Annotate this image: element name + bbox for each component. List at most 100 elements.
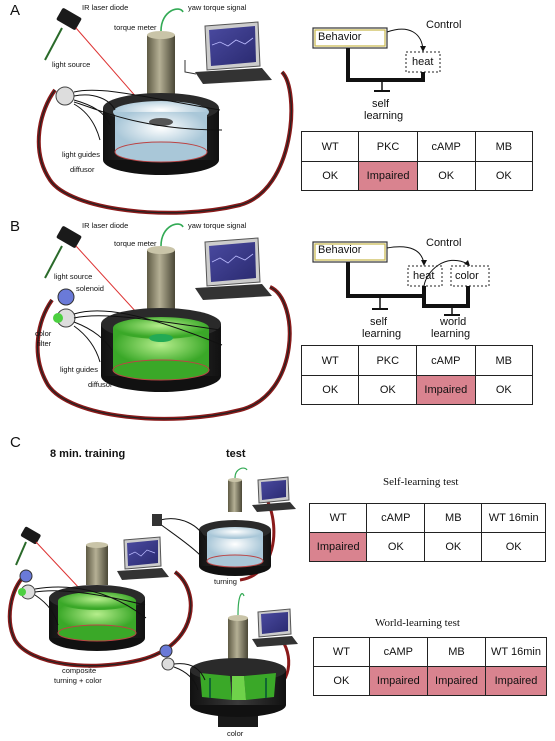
laptop-icon: [195, 237, 272, 300]
self-learning-label-line2: learning: [362, 328, 402, 340]
composite-label-line2: turning + color: [54, 676, 102, 685]
panel-letter-c: C: [10, 434, 21, 451]
table-header-cell: cAMP: [366, 503, 426, 533]
table-header-cell: WT: [308, 503, 368, 533]
light-source-icon: [55, 86, 75, 106]
table-header-cell: WT 16min: [481, 503, 546, 533]
table-header-row: WT cAMP MB WT 16min: [313, 637, 547, 667]
setup-b: [35, 223, 292, 421]
world-learning-label-line2: learning: [431, 328, 471, 340]
ir-laser-label: IR laser diode: [82, 221, 129, 230]
table-cell-impaired: Impaired: [426, 666, 487, 696]
torque-meter-label: torque meter: [114, 239, 157, 248]
heat-box-label: heat: [412, 56, 434, 68]
torque-meter-icon: [228, 480, 242, 512]
results-table-b: WT PKC cAMP MB OK OK Impaired OK: [300, 345, 534, 405]
color-filter-label-line2: filter: [37, 339, 52, 348]
ir-laser-label: IR laser diode: [82, 3, 129, 12]
table-cell: OK: [481, 532, 546, 562]
solenoid-label: solenoid: [76, 284, 104, 293]
table-header-cell: cAMP: [416, 345, 476, 376]
laptop-icon: [195, 21, 272, 84]
behavior-box-label: Behavior: [318, 244, 362, 256]
table-cell: OK: [300, 375, 360, 405]
panel-letter-a: A: [10, 2, 21, 19]
table-header-row: WT PKC cAMP MB: [300, 345, 534, 376]
laser-diode-icon: [56, 8, 82, 30]
table-header-cell: MB: [474, 131, 534, 162]
table-header-row: WT cAMP MB WT 16min: [308, 503, 546, 533]
world-learning-label-line1: world: [440, 316, 467, 328]
solenoid-icon: [19, 569, 33, 583]
torque-meter-icon: [147, 250, 175, 310]
light-source-label: light source: [54, 272, 93, 281]
table-cell: OK: [366, 532, 426, 562]
table-cell: OK: [474, 161, 534, 191]
turning-label: turning: [214, 577, 237, 586]
torque-meter-icon: [86, 545, 108, 585]
control-label: Control: [426, 237, 462, 249]
table-header-cell: WT: [300, 345, 360, 376]
table-cell-impaired: Impaired: [308, 532, 368, 562]
panel-letter-b: B: [10, 218, 21, 235]
results-table-a: WT PKC cAMP MB OK Impaired OK OK: [300, 131, 534, 191]
table-cell: OK: [358, 375, 418, 405]
setup-a: [36, 8, 294, 215]
table-header-cell: WT 16min: [485, 637, 547, 667]
solenoid-icon: [159, 644, 173, 658]
table-cell-impaired: Impaired: [485, 666, 547, 696]
behavior-box-label: Behavior: [318, 31, 362, 43]
diffusor-label: diffusor: [70, 165, 95, 174]
self-learning-label-line1: self: [370, 316, 388, 328]
light-guides-label: light guides: [62, 150, 100, 159]
laptop-icon: [117, 536, 169, 580]
table-header-cell: cAMP: [368, 637, 428, 667]
table-cell: OK: [300, 161, 360, 191]
table-cell-impaired: Impaired: [416, 375, 476, 405]
composite-label-line1: composite: [62, 666, 97, 675]
setup-c-color: [159, 593, 298, 727]
torque-meter-icon: [228, 618, 248, 666]
laptop-icon: [252, 608, 298, 647]
table-row: Impaired OK OK OK: [308, 532, 546, 562]
self-learning-test-title: Self-learning test: [383, 476, 459, 488]
self-learning-label-line1: self: [372, 98, 390, 110]
table-cell: OK: [474, 375, 534, 405]
table-header-cell: MB: [474, 345, 534, 376]
world-learning-test-title: World-learning test: [375, 617, 460, 629]
table-header-cell: WT: [300, 131, 360, 162]
test-title: test: [226, 448, 246, 460]
table-header-cell: WT: [313, 637, 370, 667]
setup-c-training: [7, 526, 193, 668]
yaw-signal-label: yaw torque signal: [188, 3, 247, 12]
self-learning-test-table: WT cAMP MB WT 16min Impaired OK OK OK: [308, 503, 546, 562]
table-cell: OK: [416, 161, 476, 191]
flow-diagram-a: [312, 27, 441, 92]
light-source-icon: [161, 657, 175, 671]
yaw-signal-label: yaw torque signal: [188, 221, 247, 230]
diffusor-label: diffusor: [88, 380, 113, 389]
color-test-label: color: [227, 729, 244, 738]
setup-c-turning: [152, 467, 296, 582]
table-header-cell: MB: [426, 637, 487, 667]
training-title: 8 min. training: [50, 448, 126, 460]
table-header-cell: PKC: [358, 345, 418, 376]
table-header-cell: MB: [424, 503, 483, 533]
self-learning-label-line2: learning: [364, 110, 404, 122]
table-header-cell: PKC: [358, 131, 418, 162]
light-guides-label: light guides: [60, 365, 98, 374]
table-header-row: WT PKC cAMP MB: [300, 131, 534, 162]
color-box-label: color: [455, 270, 479, 282]
flow-diagram-b: [312, 241, 490, 316]
torque-meter-label: torque meter: [114, 23, 157, 32]
light-source-label: light source: [52, 60, 91, 69]
table-row: OK Impaired OK OK: [300, 161, 534, 191]
table-cell-impaired: Impaired: [368, 666, 428, 696]
table-header-cell: cAMP: [416, 131, 476, 162]
solenoid-icon: [57, 288, 75, 306]
laser-diode-icon: [56, 226, 82, 248]
laser-diode-icon: [20, 526, 41, 544]
color-filter-icon: [53, 313, 63, 323]
table-cell: OK: [424, 532, 483, 562]
